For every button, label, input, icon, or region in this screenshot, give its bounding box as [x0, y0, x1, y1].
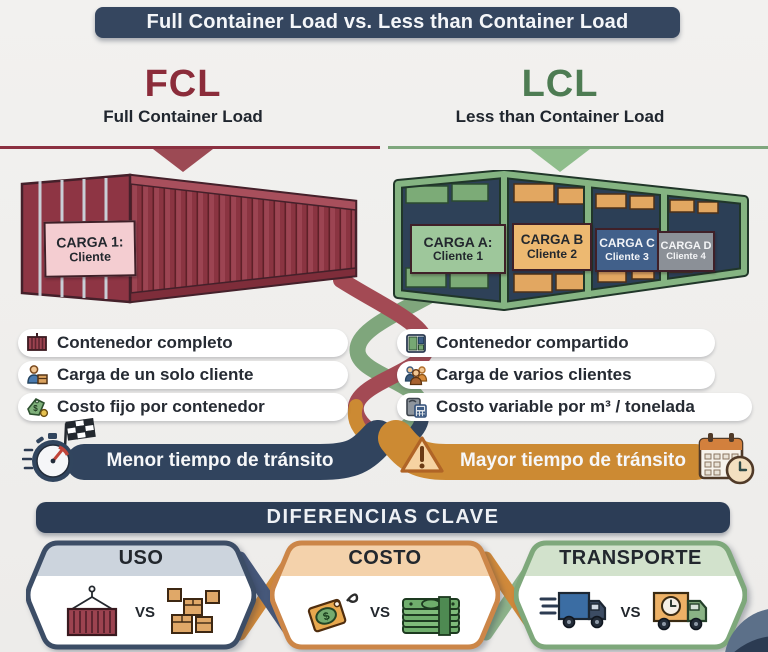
lcl-cargo-d-title: CARGA D: [660, 239, 712, 252]
lcl-cargo-c-title: CARGA C: [599, 236, 655, 251]
lcl-cargo-c-subtitle: Cliente 3: [605, 250, 649, 263]
page-title: Full Container Load vs. Less than Contai…: [95, 7, 680, 38]
page-title-text: Full Container Load vs. Less than Contai…: [146, 11, 629, 33]
fcl-ribbon-text: Menor tiempo de tránsito: [106, 450, 334, 471]
badge-transporte-content: VS: [524, 578, 737, 646]
fcl-cargo-subtitle: Cliente: [69, 249, 112, 265]
fcl-divider-line: [0, 146, 380, 149]
fcl-pointer-arrow: [153, 149, 213, 172]
fcl-full-name: Full Container Load: [103, 107, 263, 126]
differences-title-banner: DIFERENCIAS CLAVE: [36, 502, 730, 533]
badge-costo-title: COSTO: [348, 547, 422, 569]
differences-title: DIFERENCIAS CLAVE: [266, 506, 500, 528]
lcl-feature-3-text: Costo variable por m³ / tonelada: [436, 397, 695, 416]
scheduled-truck-icon: [652, 591, 707, 631]
stopwatch-icon: [22, 433, 74, 482]
fixed-cost-icon: $: [27, 397, 49, 418]
fcl-feature-1-text: Contenedor completo: [57, 333, 233, 352]
price-tag-icon: $: [307, 593, 359, 633]
lcl-pointer-arrow: [530, 149, 590, 172]
fcl-header: FCL Full Container Load: [48, 64, 318, 127]
badge-transporte: TRANSPORTE VS: [514, 538, 747, 652]
warning-icon: [400, 436, 444, 473]
badge-uso-content: VS: [36, 578, 246, 646]
checkered-flag-icon: [63, 418, 96, 456]
lcl-cargo-a-subtitle: Cliente 1: [432, 249, 483, 264]
lcl-feature-1-text: Contenedor compartido: [436, 333, 629, 352]
lcl-cargo-d-subtitle: Cliente 4: [666, 251, 706, 263]
badge-costo: COSTO $ VS: [270, 538, 500, 652]
lcl-header: LCL Less than Container Load: [425, 64, 695, 127]
lcl-cargo-label-c: CARGA C Cliente 3: [595, 228, 659, 272]
fcl-feature-3-text: Costo fijo por contenedor: [57, 397, 265, 416]
lcl-feature-row-3: Costo variable por m³ / tonelada: [397, 393, 752, 421]
lcl-cargo-label-d: CARGA D Cliente 4: [657, 231, 715, 272]
badge-uso-vs: VS: [134, 603, 155, 621]
fast-truck-icon: [539, 591, 607, 629]
crane-container-icon: [66, 585, 118, 637]
fcl-cargo-label: CARGA 1: Cliente: [43, 220, 137, 278]
badge-uso-title: USO: [118, 547, 164, 569]
badge-costo-vs: VS: [369, 603, 390, 621]
fcl-cargo-title: CARGA 1:: [56, 233, 124, 251]
single-client-icon: [27, 365, 48, 385]
lcl-divider-line: [388, 146, 768, 149]
badge-transporte-vs: VS: [620, 603, 641, 621]
lcl-full-name: Less than Container Load: [455, 107, 665, 126]
lcl-ribbon-label: Mayor tiempo de tránsito: [448, 450, 698, 472]
lcl-acronym: LCL: [521, 63, 599, 105]
variable-cost-icon: [406, 397, 427, 418]
calendar-clock-icon: [698, 433, 755, 485]
container-icon: [27, 333, 47, 351]
fcl-feature-row-2: Carga de un solo cliente: [18, 361, 348, 389]
svg-text:$: $: [322, 610, 332, 623]
multiple-clients-icon: [404, 366, 428, 386]
lcl-feature-2-text: Carga de varios clientes: [436, 365, 632, 384]
badge-costo-content: $ VS: [280, 578, 490, 646]
shared-container-icon: [406, 334, 426, 353]
lcl-cargo-b-subtitle: Cliente 2: [526, 246, 577, 261]
money-stack-icon: [402, 596, 460, 636]
lcl-ribbon-text: Mayor tiempo de tránsito: [460, 450, 686, 471]
lcl-cargo-b-title: CARGA B: [520, 232, 584, 248]
fcl-acronym: FCL: [144, 63, 222, 105]
fcl-feature-2-text: Carga de un solo cliente: [57, 365, 254, 384]
lcl-cargo-label-b: CARGA B Cliente 2: [512, 223, 592, 271]
lcl-feature-row-1: Contenedor compartido: [397, 329, 715, 357]
svg-text:$: $: [33, 404, 38, 413]
lcl-feature-row-2: Carga de varios clientes: [397, 361, 715, 389]
lcl-cargo-label-a: CARGA A: Cliente 1: [410, 224, 506, 274]
lcl-cargo-a-title: CARGA A:: [423, 234, 493, 251]
lcl-orange-boxes: [513, 183, 719, 293]
fcl-feature-row-1: Contenedor completo: [18, 329, 348, 357]
badge-uso: USO VS: [26, 538, 256, 652]
loose-boxes-icon: [167, 588, 220, 634]
fcl-feature-row-3: $ Costo fijo por contenedor: [18, 393, 348, 421]
fcl-ribbon-label: Menor tiempo de tránsito: [92, 450, 348, 472]
fcl-ribbon-shape: [66, 420, 396, 480]
badge-transporte-title: TRANSPORTE: [559, 547, 702, 569]
